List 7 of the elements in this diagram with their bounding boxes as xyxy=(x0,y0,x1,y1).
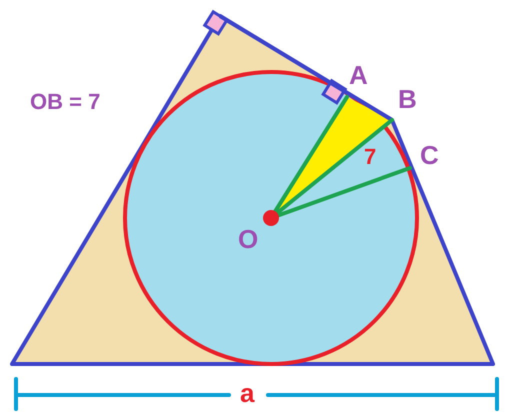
point-label: B xyxy=(398,86,417,112)
point-label: C xyxy=(420,142,439,168)
point-label: A xyxy=(349,62,368,88)
length-label: 7 xyxy=(364,146,376,168)
point-label: O xyxy=(238,226,258,252)
equation-label: OB = 7 xyxy=(30,91,100,113)
dimension-label: a xyxy=(240,380,254,406)
